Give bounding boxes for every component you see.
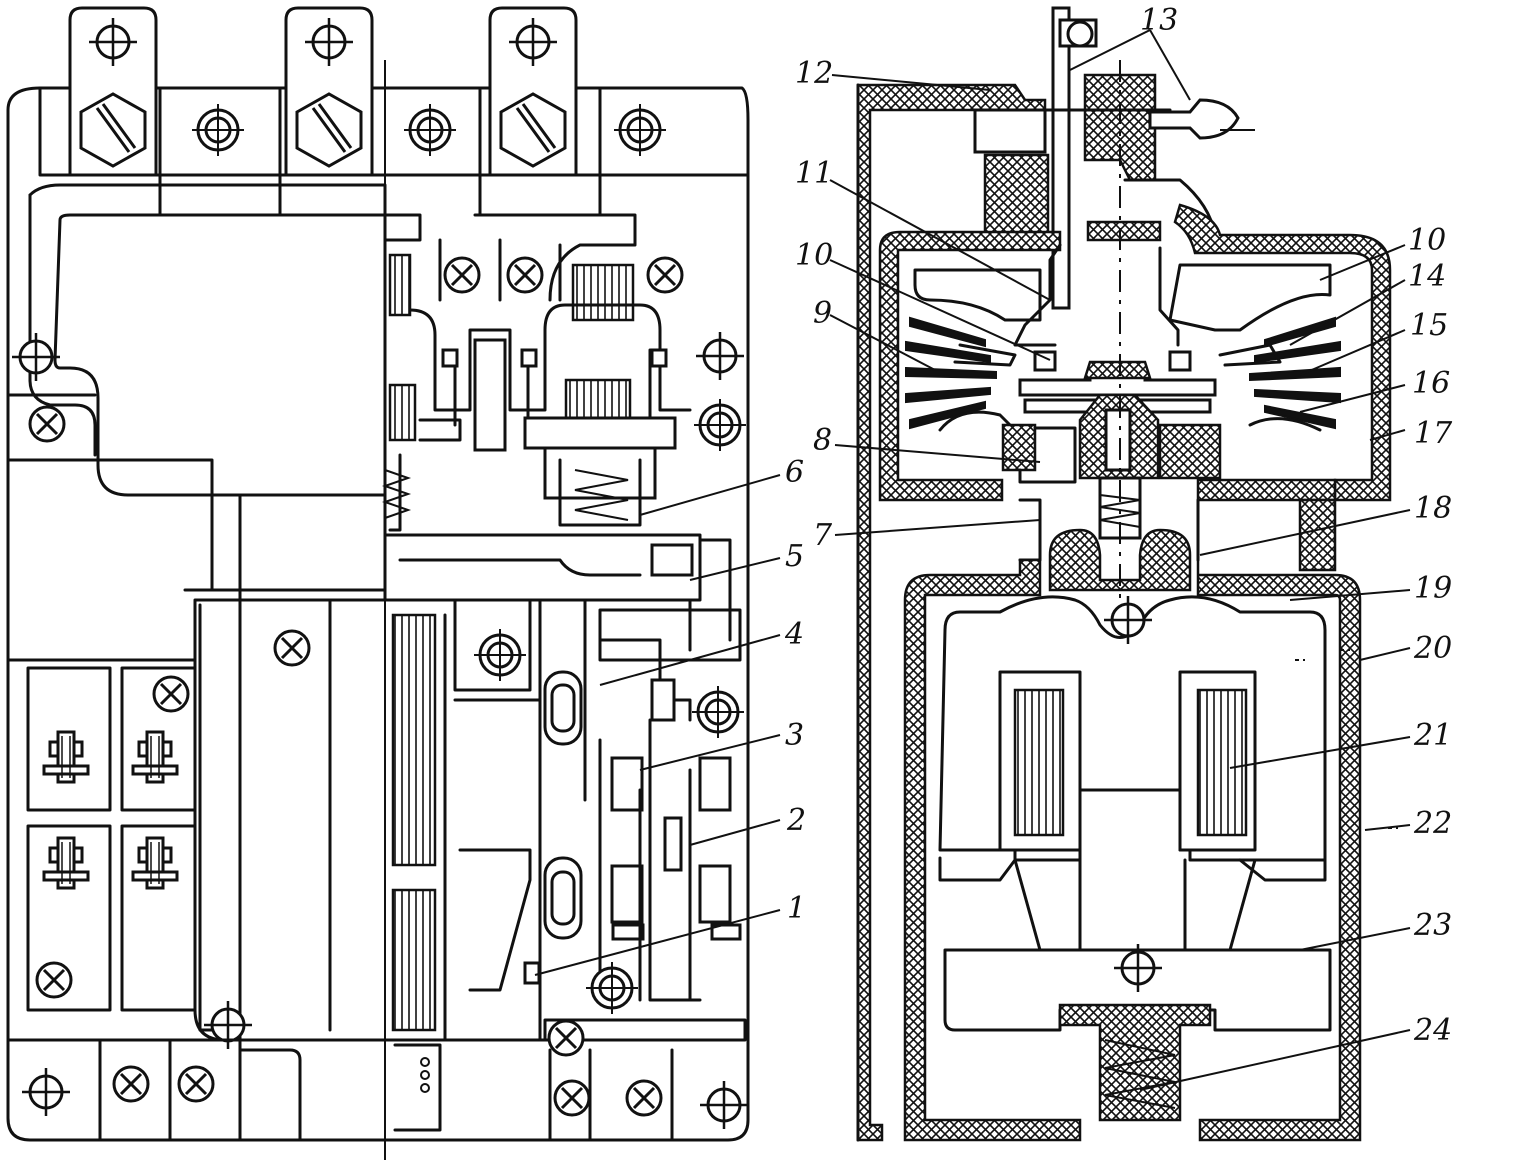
callout-3: 3 [785, 718, 804, 753]
auxiliary-terminal-blocks [26, 666, 197, 1012]
callout-19: 19 [1414, 571, 1452, 606]
callout-10-right: 10 [1408, 223, 1446, 258]
callout-14: 14 [1408, 259, 1446, 294]
callout-24: 24 [1413, 1013, 1452, 1048]
callout-6: 6 [785, 455, 804, 490]
callout-labels: 1 2 3 4 5 6 7 8 9 10 10 11 12 13 14 15 1… [784, 3, 1453, 1048]
callout-16: 16 [1412, 366, 1450, 401]
callout-9: 9 [813, 296, 832, 331]
callout-18: 18 [1414, 491, 1452, 526]
callout-13: 13 [1140, 3, 1178, 38]
arc-chute-plates [905, 316, 1341, 430]
callout-17: 17 [1414, 416, 1453, 451]
contactor-section-view [534, 6, 1411, 1142]
callout-4: 4 [784, 617, 804, 652]
callout-11: 11 [795, 156, 833, 191]
callout-10-left: 10 [795, 238, 833, 273]
callout-22: 22 [1413, 806, 1452, 841]
callout-7: 7 [813, 518, 833, 553]
terminal-screws [190, 102, 668, 158]
callout-8: 8 [813, 423, 832, 458]
callout-12: 12 [795, 56, 833, 91]
contactor-front-view [6, 6, 750, 1160]
callout-23: 23 [1413, 908, 1452, 943]
leader-lines [534, 29, 1411, 1091]
callout-1: 1 [787, 891, 806, 926]
callout-5: 5 [785, 539, 804, 574]
callout-15: 15 [1410, 308, 1448, 343]
callout-2: 2 [786, 803, 806, 838]
callout-21: 21 [1413, 718, 1452, 753]
callout-20: 20 [1413, 631, 1452, 666]
